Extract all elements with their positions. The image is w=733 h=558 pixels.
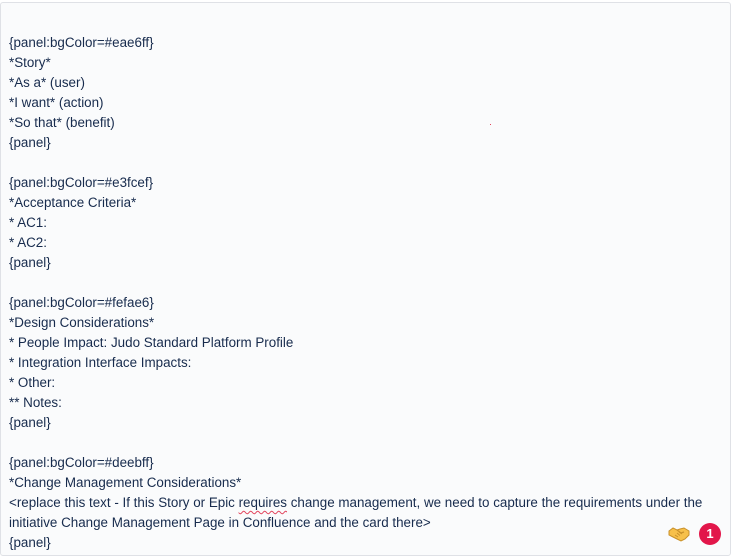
change-body: <replace this text - If this Story or Ep… — [9, 493, 715, 533]
blank-line — [9, 153, 715, 173]
story-so-that: *So that* (benefit) — [9, 115, 115, 130]
change-panel-open: {panel:bgColor=#deebff} — [9, 455, 154, 470]
story-panel-close: {panel} — [9, 135, 51, 150]
acceptance-panel-close: {panel} — [9, 255, 51, 270]
acceptance-title: *Acceptance Criteria* — [9, 195, 137, 210]
design-other: * Other: — [9, 375, 56, 390]
design-integration-impacts: * Integration Interface Impacts: — [9, 355, 192, 370]
blank-line — [9, 433, 715, 453]
blank-line — [9, 273, 715, 293]
change-title: *Change Management Considerations* — [9, 475, 242, 490]
design-people-impact: * People Impact: Judo Standard Platform … — [9, 335, 294, 350]
spelling-flagged-word[interactable]: requires — [238, 495, 287, 510]
acceptance-panel-open: {panel:bgColor=#e3fcef} — [9, 175, 154, 190]
story-as-a: *As a* (user) — [9, 75, 85, 90]
change-text-before: <replace this text - If this Story or Ep… — [9, 495, 239, 510]
handshake-icon[interactable] — [668, 522, 690, 544]
design-notes: ** Notes: — [9, 395, 62, 410]
stray-mark — [490, 124, 491, 125]
acceptance-ac2: * AC2: — [9, 235, 47, 250]
design-title: *Design Considerations* — [9, 315, 155, 330]
design-panel-close: {panel} — [9, 415, 51, 430]
editor-content[interactable]: {panel:bgColor=#eae6ff} *Story* *As a* (… — [9, 33, 715, 553]
design-panel-open: {panel:bgColor=#fefae6} — [9, 295, 154, 310]
story-panel-open: {panel:bgColor=#eae6ff} — [9, 35, 154, 50]
acceptance-ac1: * AC1: — [9, 215, 47, 230]
change-panel-close: {panel} — [9, 535, 51, 550]
notification-badge[interactable]: 1 — [699, 523, 721, 545]
change-text-after: change management, we need to capture th… — [9, 495, 703, 530]
story-i-want: *I want* (action) — [9, 95, 104, 110]
story-title: *Story* — [9, 55, 51, 70]
